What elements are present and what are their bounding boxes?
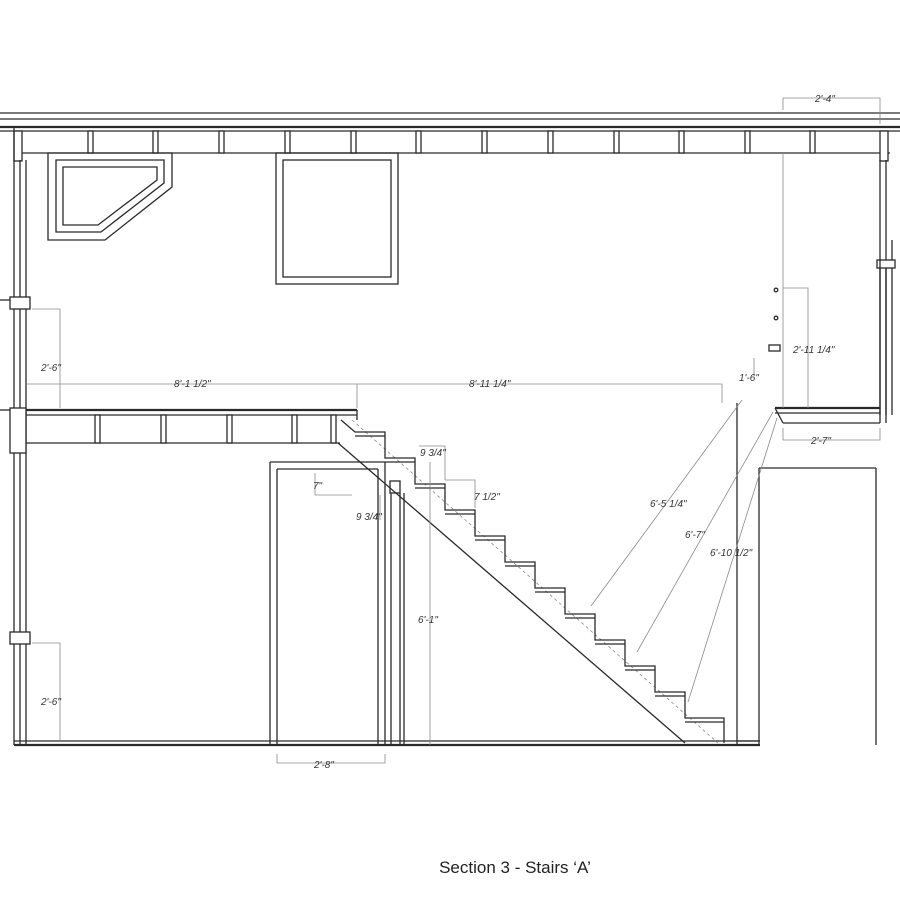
dim-riser-lower: 9 3/4" [356,512,382,523]
dimension-labels: 2'-6" 2'-6" 8'-1 1/2" 8'-11 1/4" 2'-4" 2… [40,94,835,771]
dim-left-upper-rail: 2'-6" [40,363,61,374]
roof-structure [0,112,900,162]
dim-diag-2: 6'-7" [685,530,705,541]
rafters [13,130,889,162]
dim-stair-run: 8'-11 1/4" [469,379,511,390]
drawing-caption: Section 3 - Stairs ‘A’ [439,858,591,877]
dim-diag-3: 6'-10 1/2" [710,548,753,559]
dim-right-step-offset: 1'-6" [739,373,759,384]
dim-right-landing-width: 2'-7" [810,436,831,447]
dim-door-height: 6'-1" [418,615,438,626]
skylight-left [47,152,173,241]
right-doorway [758,467,876,745]
door-opening [269,461,386,745]
left-wall [0,127,31,745]
dim-top-right: 2'-4" [814,94,835,105]
floor [14,740,760,747]
stair-post [389,480,405,745]
dim-door-offset: 7" [313,481,323,492]
dim-diag-1: 6'-5 1/4" [650,499,687,510]
dimension-lines [27,97,881,764]
loft-floor [26,408,358,444]
dim-door-width: 2'-8" [313,760,334,771]
dim-riser-upper: 9 3/4" [420,448,446,459]
right-landing [736,153,887,745]
dim-tread: 7 1/2" [474,492,500,503]
dim-loft-span: 8'-1 1/2" [174,379,211,390]
stair-stringer [337,419,725,744]
right-wall [875,160,896,745]
dim-right-rail-height: 2'-11 1/4" [792,345,835,356]
dim-left-lower-rail: 2'-6" [40,697,61,708]
skylight-center [275,152,399,285]
